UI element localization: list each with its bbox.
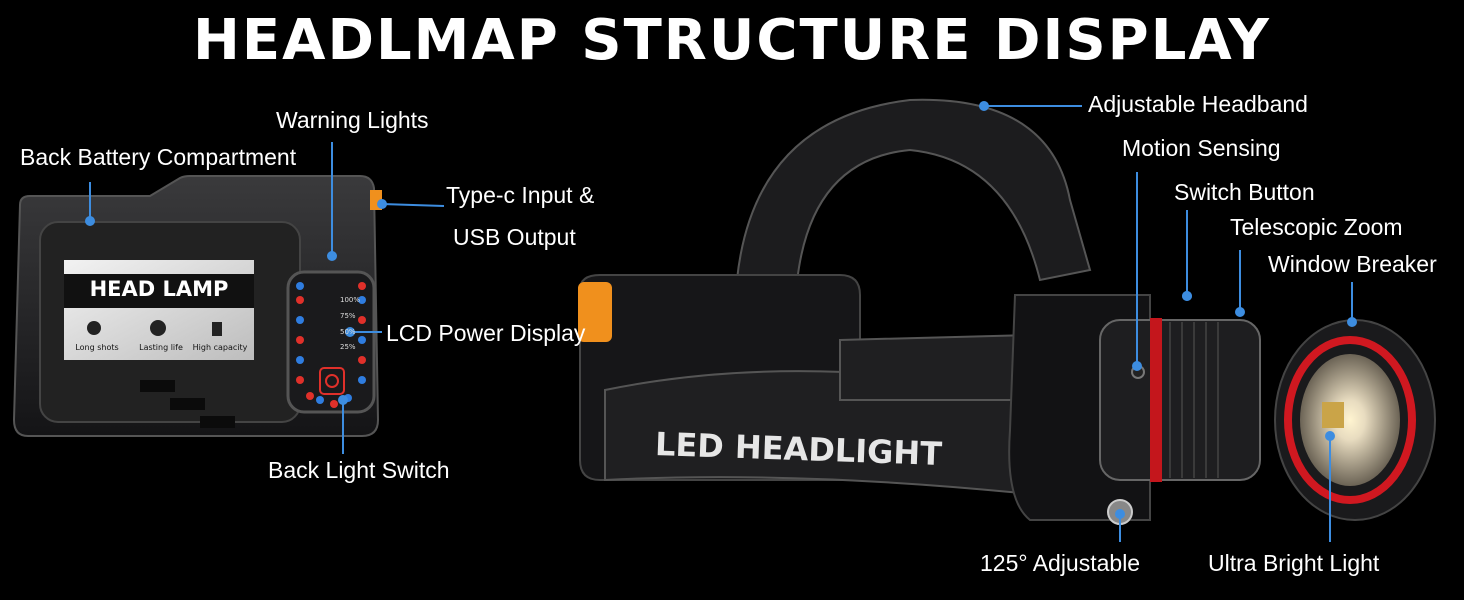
label-telescopic-zoom: Telescopic Zoom: [1230, 214, 1403, 240]
label-switch-button: Switch Button: [1174, 179, 1315, 205]
label-warning-lights: Warning Lights: [276, 107, 429, 133]
clock-icon: [150, 320, 166, 336]
headlamp: [578, 98, 1436, 525]
feature-high-capacity: High capacity: [192, 343, 248, 352]
level-75: 75%: [340, 312, 356, 320]
led-chip: [1322, 402, 1344, 428]
lens: [1300, 354, 1400, 486]
label-type-c-2: USB Output: [453, 224, 576, 250]
feature-long-shots: Long shots: [75, 343, 119, 352]
label-125-adjustable: 125° Adjustable: [980, 550, 1141, 576]
callout-lines: [85, 101, 1357, 542]
page-title: HEADLMAP STRUCTURE DISPLAY: [193, 8, 1271, 73]
label-window-breaker: Window Breaker: [1268, 251, 1437, 277]
label-type-c-1: Type-c Input &: [446, 182, 595, 208]
level-50: 50%: [340, 328, 356, 336]
label-back-light-switch: Back Light Switch: [268, 457, 450, 483]
label-back-battery: Back Battery Compartment: [20, 144, 297, 170]
battery-pack: [12, 175, 382, 437]
label-adjustable-headband: Adjustable Headband: [1088, 91, 1308, 117]
power-switch-icon: [319, 367, 345, 395]
label-motion-sensing: Motion Sensing: [1122, 135, 1281, 161]
label-ultra-bright: Ultra Bright Light: [1208, 550, 1380, 576]
label-lcd-power: LCD Power Display: [386, 320, 586, 346]
feature-lasting-life: Lasting life: [139, 343, 183, 352]
battery-plate-title: HEAD LAMP: [89, 277, 229, 301]
level-100: 100%: [340, 296, 361, 304]
battery-icon: [212, 322, 222, 336]
level-25: 25%: [340, 343, 356, 351]
sun-icon: [87, 321, 101, 335]
